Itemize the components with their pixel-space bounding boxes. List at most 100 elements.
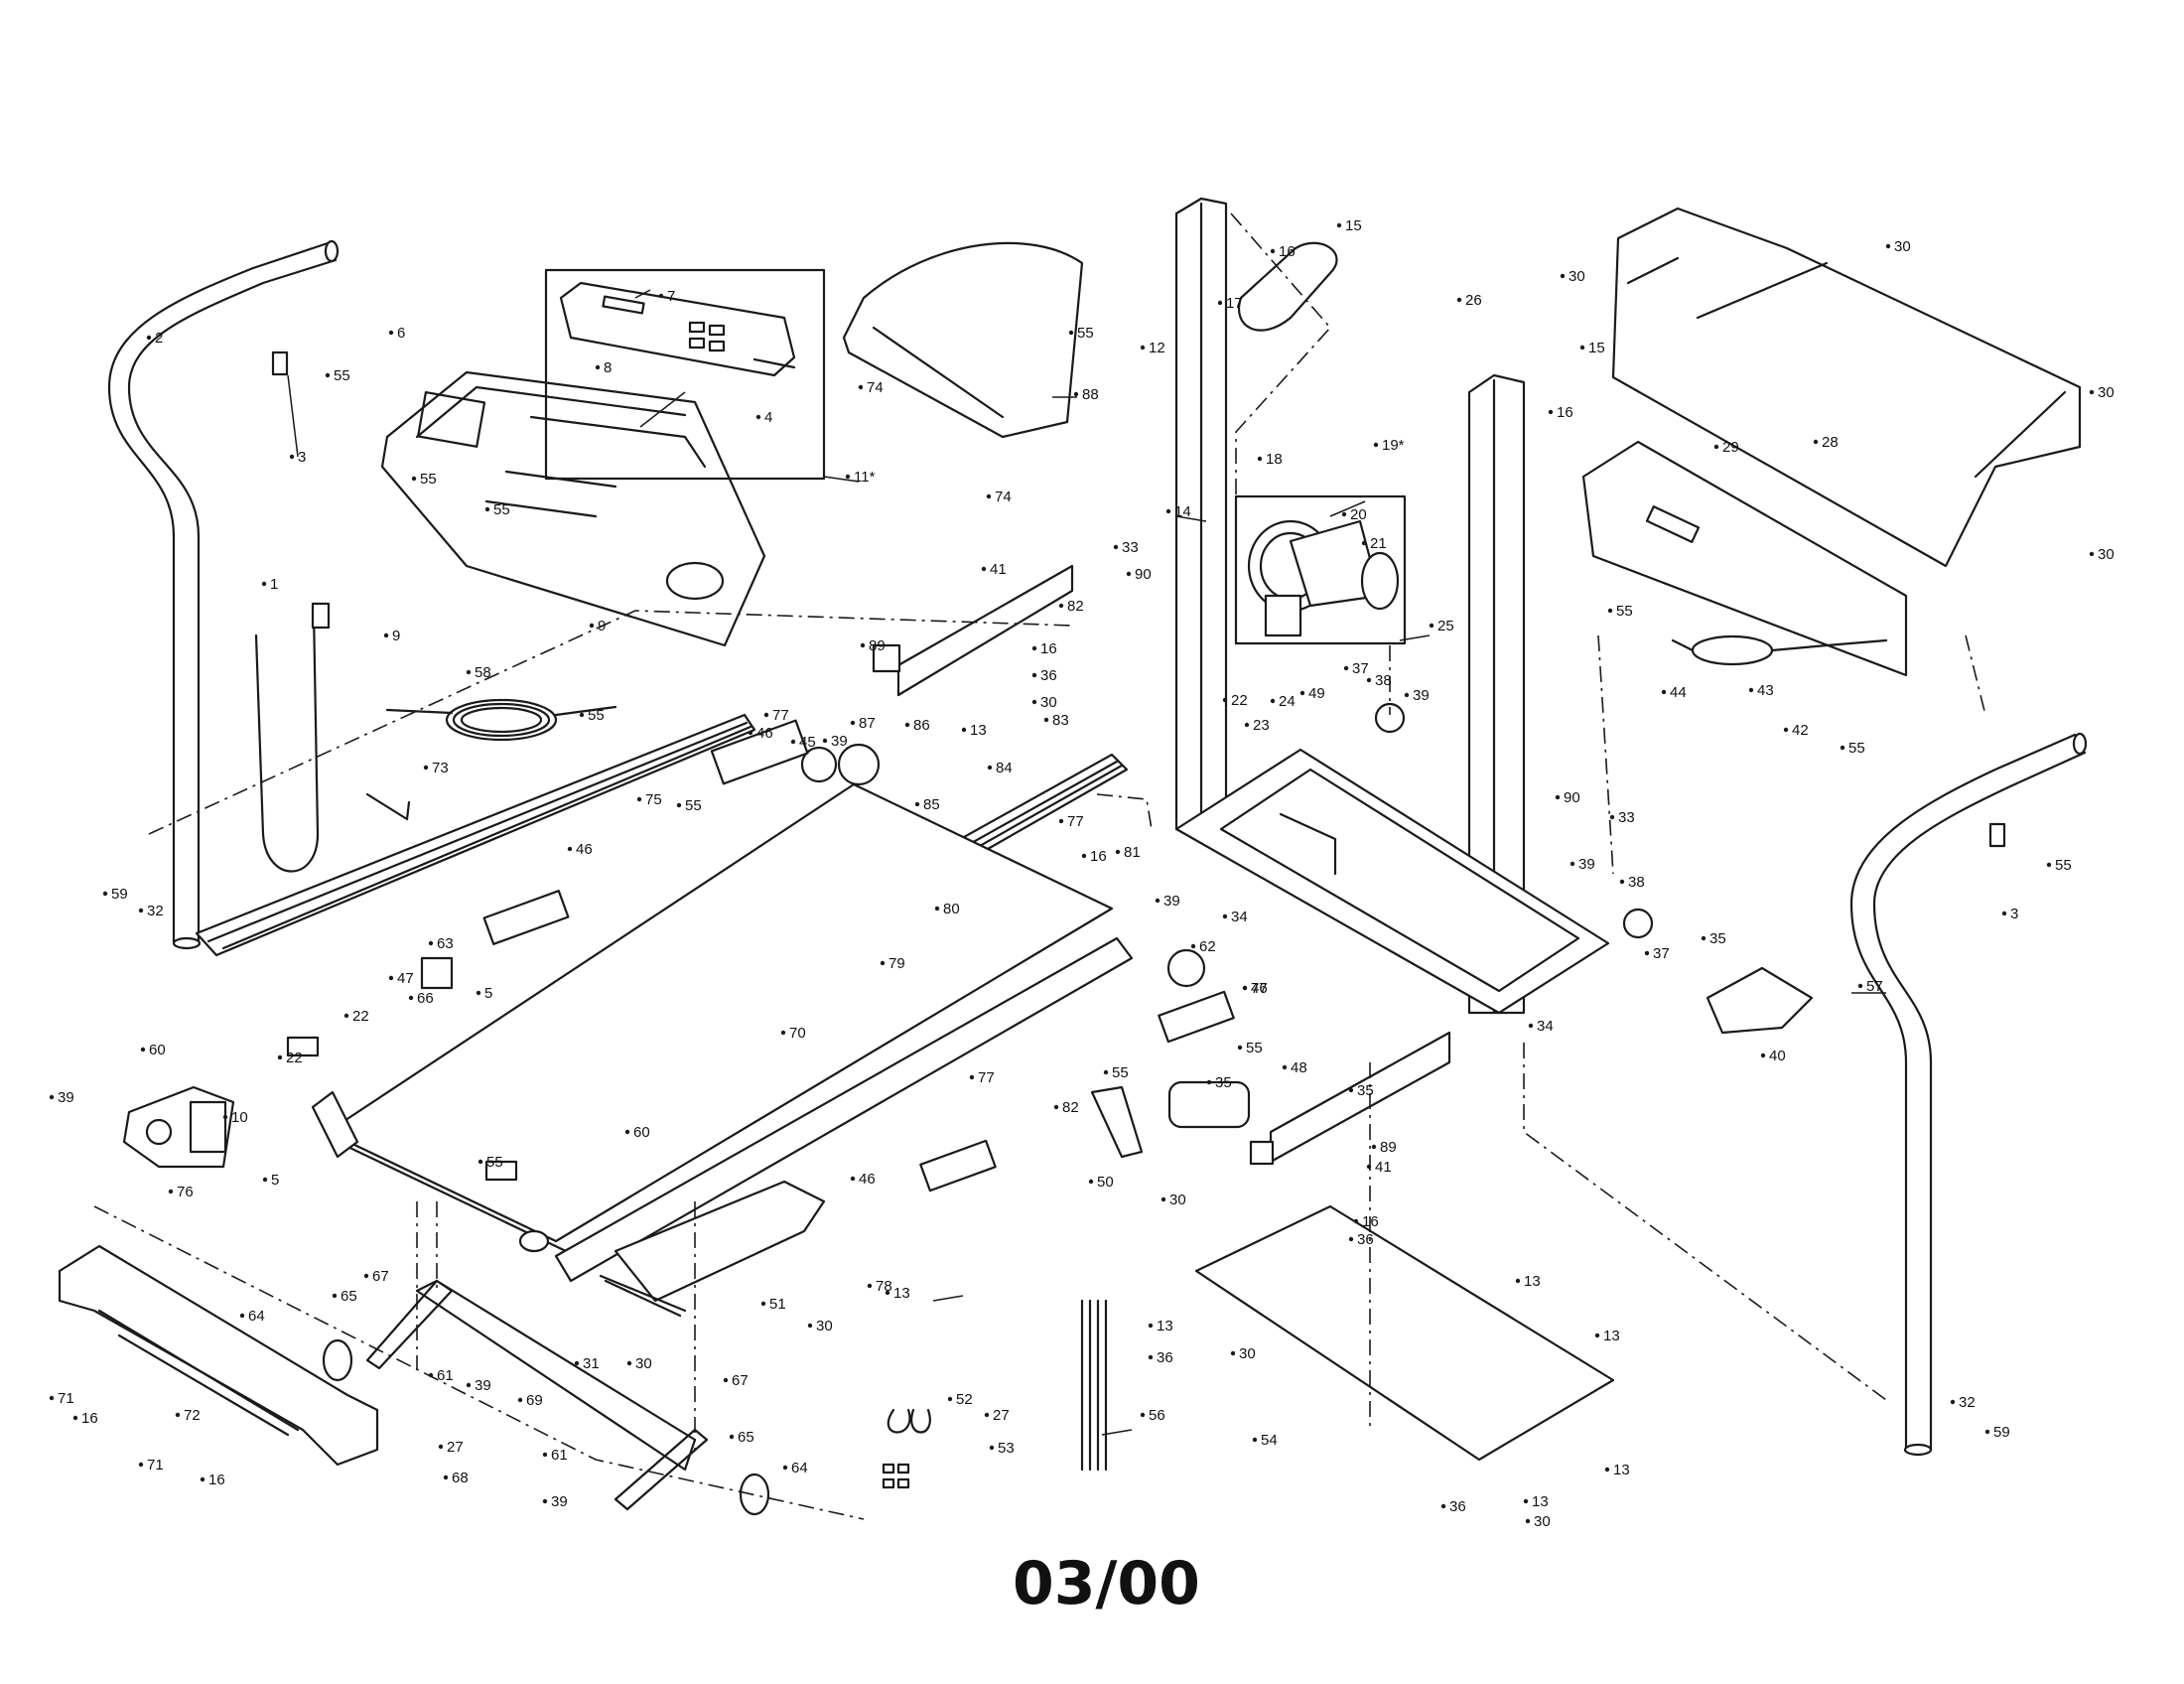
part-callout: 9 bbox=[392, 628, 400, 644]
callout-leader-dot bbox=[1713, 444, 1719, 450]
callout-leader-dot bbox=[780, 1030, 786, 1036]
part-callout: 15 bbox=[1588, 340, 1605, 356]
part-callout: 84 bbox=[996, 760, 1013, 776]
callout-leader-dot bbox=[1165, 508, 1171, 514]
front-roller bbox=[311, 1090, 550, 1253]
callout-leader-dot bbox=[904, 722, 910, 728]
callout-leader-dot bbox=[1068, 330, 1074, 336]
callout-leader-dot bbox=[626, 1360, 632, 1366]
part-callout: 89 bbox=[869, 637, 886, 654]
part-callout: 32 bbox=[147, 903, 164, 919]
part-callout: 82 bbox=[1062, 1099, 1079, 1116]
callout-leader-dot bbox=[636, 796, 642, 802]
part-callout: 30 bbox=[2098, 546, 2115, 563]
callout-leader-dot bbox=[478, 1159, 483, 1165]
callout-leader-dot bbox=[934, 906, 940, 912]
callout-leader-dot bbox=[1373, 442, 1379, 448]
part-callout: 37 bbox=[1653, 945, 1670, 962]
callout-leader-dot bbox=[914, 801, 920, 807]
callout-leader-dot bbox=[1299, 690, 1305, 696]
part-callout: 39 bbox=[1578, 856, 1595, 873]
callout-leader-dot bbox=[1031, 645, 1037, 651]
callout-leader-dot bbox=[289, 454, 295, 460]
callout-leader-dot bbox=[624, 1129, 630, 1135]
callout-leader-dot bbox=[363, 1273, 369, 1279]
callout-leader-dot bbox=[1440, 1503, 1446, 1509]
callout-leader-dot bbox=[2089, 389, 2095, 395]
callout-leader-dot bbox=[867, 1283, 873, 1289]
callout-leader-dot bbox=[589, 623, 595, 629]
part-callout: 77 bbox=[978, 1069, 995, 1086]
part-callout: 13 bbox=[1613, 1462, 1630, 1478]
callout-leader-dot bbox=[222, 1114, 228, 1120]
part-callout: 55 bbox=[493, 501, 510, 518]
callout-leader-dot bbox=[986, 493, 992, 499]
power-cord bbox=[1671, 634, 1888, 666]
callout-leader-dot bbox=[428, 940, 434, 946]
callout-leader-dot bbox=[1270, 698, 1276, 704]
part-callout: 49 bbox=[1308, 685, 1325, 702]
part-callout: 46 bbox=[1251, 980, 1268, 997]
callout-leader-dot bbox=[1523, 1498, 1529, 1504]
part-callout: 30 bbox=[635, 1355, 652, 1372]
callout-leader-dot bbox=[850, 1176, 856, 1182]
callout-leader-dot bbox=[261, 581, 267, 587]
callout-leader-dot bbox=[1043, 717, 1049, 723]
callout-leader-dot bbox=[466, 1382, 472, 1388]
callout-leader-dot bbox=[388, 330, 394, 336]
callout-leader-dot bbox=[1644, 950, 1650, 956]
part-callout: 13 bbox=[1524, 1273, 1541, 1290]
callout-leader-dot bbox=[408, 995, 414, 1001]
part-callout: 58 bbox=[475, 664, 491, 681]
part-callout: 74 bbox=[995, 489, 1012, 505]
part-callout: 67 bbox=[732, 1372, 749, 1389]
callout-leader-dot bbox=[1160, 1196, 1166, 1202]
part-callout: 39 bbox=[58, 1089, 74, 1106]
leader-lines bbox=[287, 289, 1886, 1436]
part-callout: 60 bbox=[149, 1042, 166, 1058]
part-callout: 30 bbox=[816, 1318, 833, 1334]
callout-leader-dot bbox=[1148, 1354, 1154, 1360]
callout-leader-dot bbox=[1609, 814, 1615, 820]
part-callout: 45 bbox=[799, 734, 816, 751]
callout-leader-dot bbox=[517, 1397, 523, 1403]
part-callout: 61 bbox=[551, 1447, 568, 1464]
callout-leader-dot bbox=[1366, 1164, 1372, 1170]
part-callout: 47 bbox=[397, 970, 414, 987]
callout-leader-dot bbox=[1371, 1144, 1377, 1150]
callout-leader-dot bbox=[388, 975, 394, 981]
part-callout: 55 bbox=[1246, 1040, 1263, 1056]
part-callout: 87 bbox=[859, 715, 876, 732]
part-callout: 16 bbox=[1040, 640, 1057, 657]
part-callout: 2 bbox=[155, 330, 163, 347]
callout-leader-dot bbox=[1528, 1023, 1534, 1029]
callout-leader-dot bbox=[343, 1013, 349, 1019]
part-callout: 30 bbox=[2098, 384, 2115, 401]
part-callout: 15 bbox=[1345, 217, 1362, 234]
callout-leader-dot bbox=[748, 730, 753, 736]
part-callout: 24 bbox=[1279, 693, 1296, 710]
part-callout: 1 bbox=[270, 576, 278, 593]
part-callout: 19* bbox=[1382, 437, 1405, 454]
part-callout: 39 bbox=[1163, 893, 1180, 910]
callout-leader-dot bbox=[1343, 665, 1349, 671]
drive-belt bbox=[1238, 241, 1338, 332]
part-callout: 31 bbox=[583, 1355, 600, 1372]
callout-leader-dot bbox=[1217, 300, 1223, 306]
callout-leader-dot bbox=[1661, 689, 1667, 695]
callout-leader-dot bbox=[138, 908, 144, 913]
callout-leader-dot bbox=[984, 1412, 990, 1418]
callout-leader-dot bbox=[1525, 1518, 1531, 1524]
motor-hood bbox=[58, 1244, 379, 1467]
callout-leader-dot bbox=[438, 1444, 444, 1450]
part-callout: 17 bbox=[1226, 295, 1243, 312]
safety-key-cord bbox=[254, 602, 331, 873]
part-callout: 38 bbox=[1628, 874, 1645, 891]
part-callout: 68 bbox=[452, 1470, 469, 1486]
part-callout: 6 bbox=[397, 325, 405, 342]
callout-leader-dot bbox=[476, 990, 481, 996]
motor-assembly-inset bbox=[1234, 494, 1407, 645]
part-callout: 26 bbox=[1465, 292, 1482, 309]
assembly-guide-lines bbox=[93, 212, 1986, 1520]
part-callout: 53 bbox=[998, 1440, 1015, 1457]
